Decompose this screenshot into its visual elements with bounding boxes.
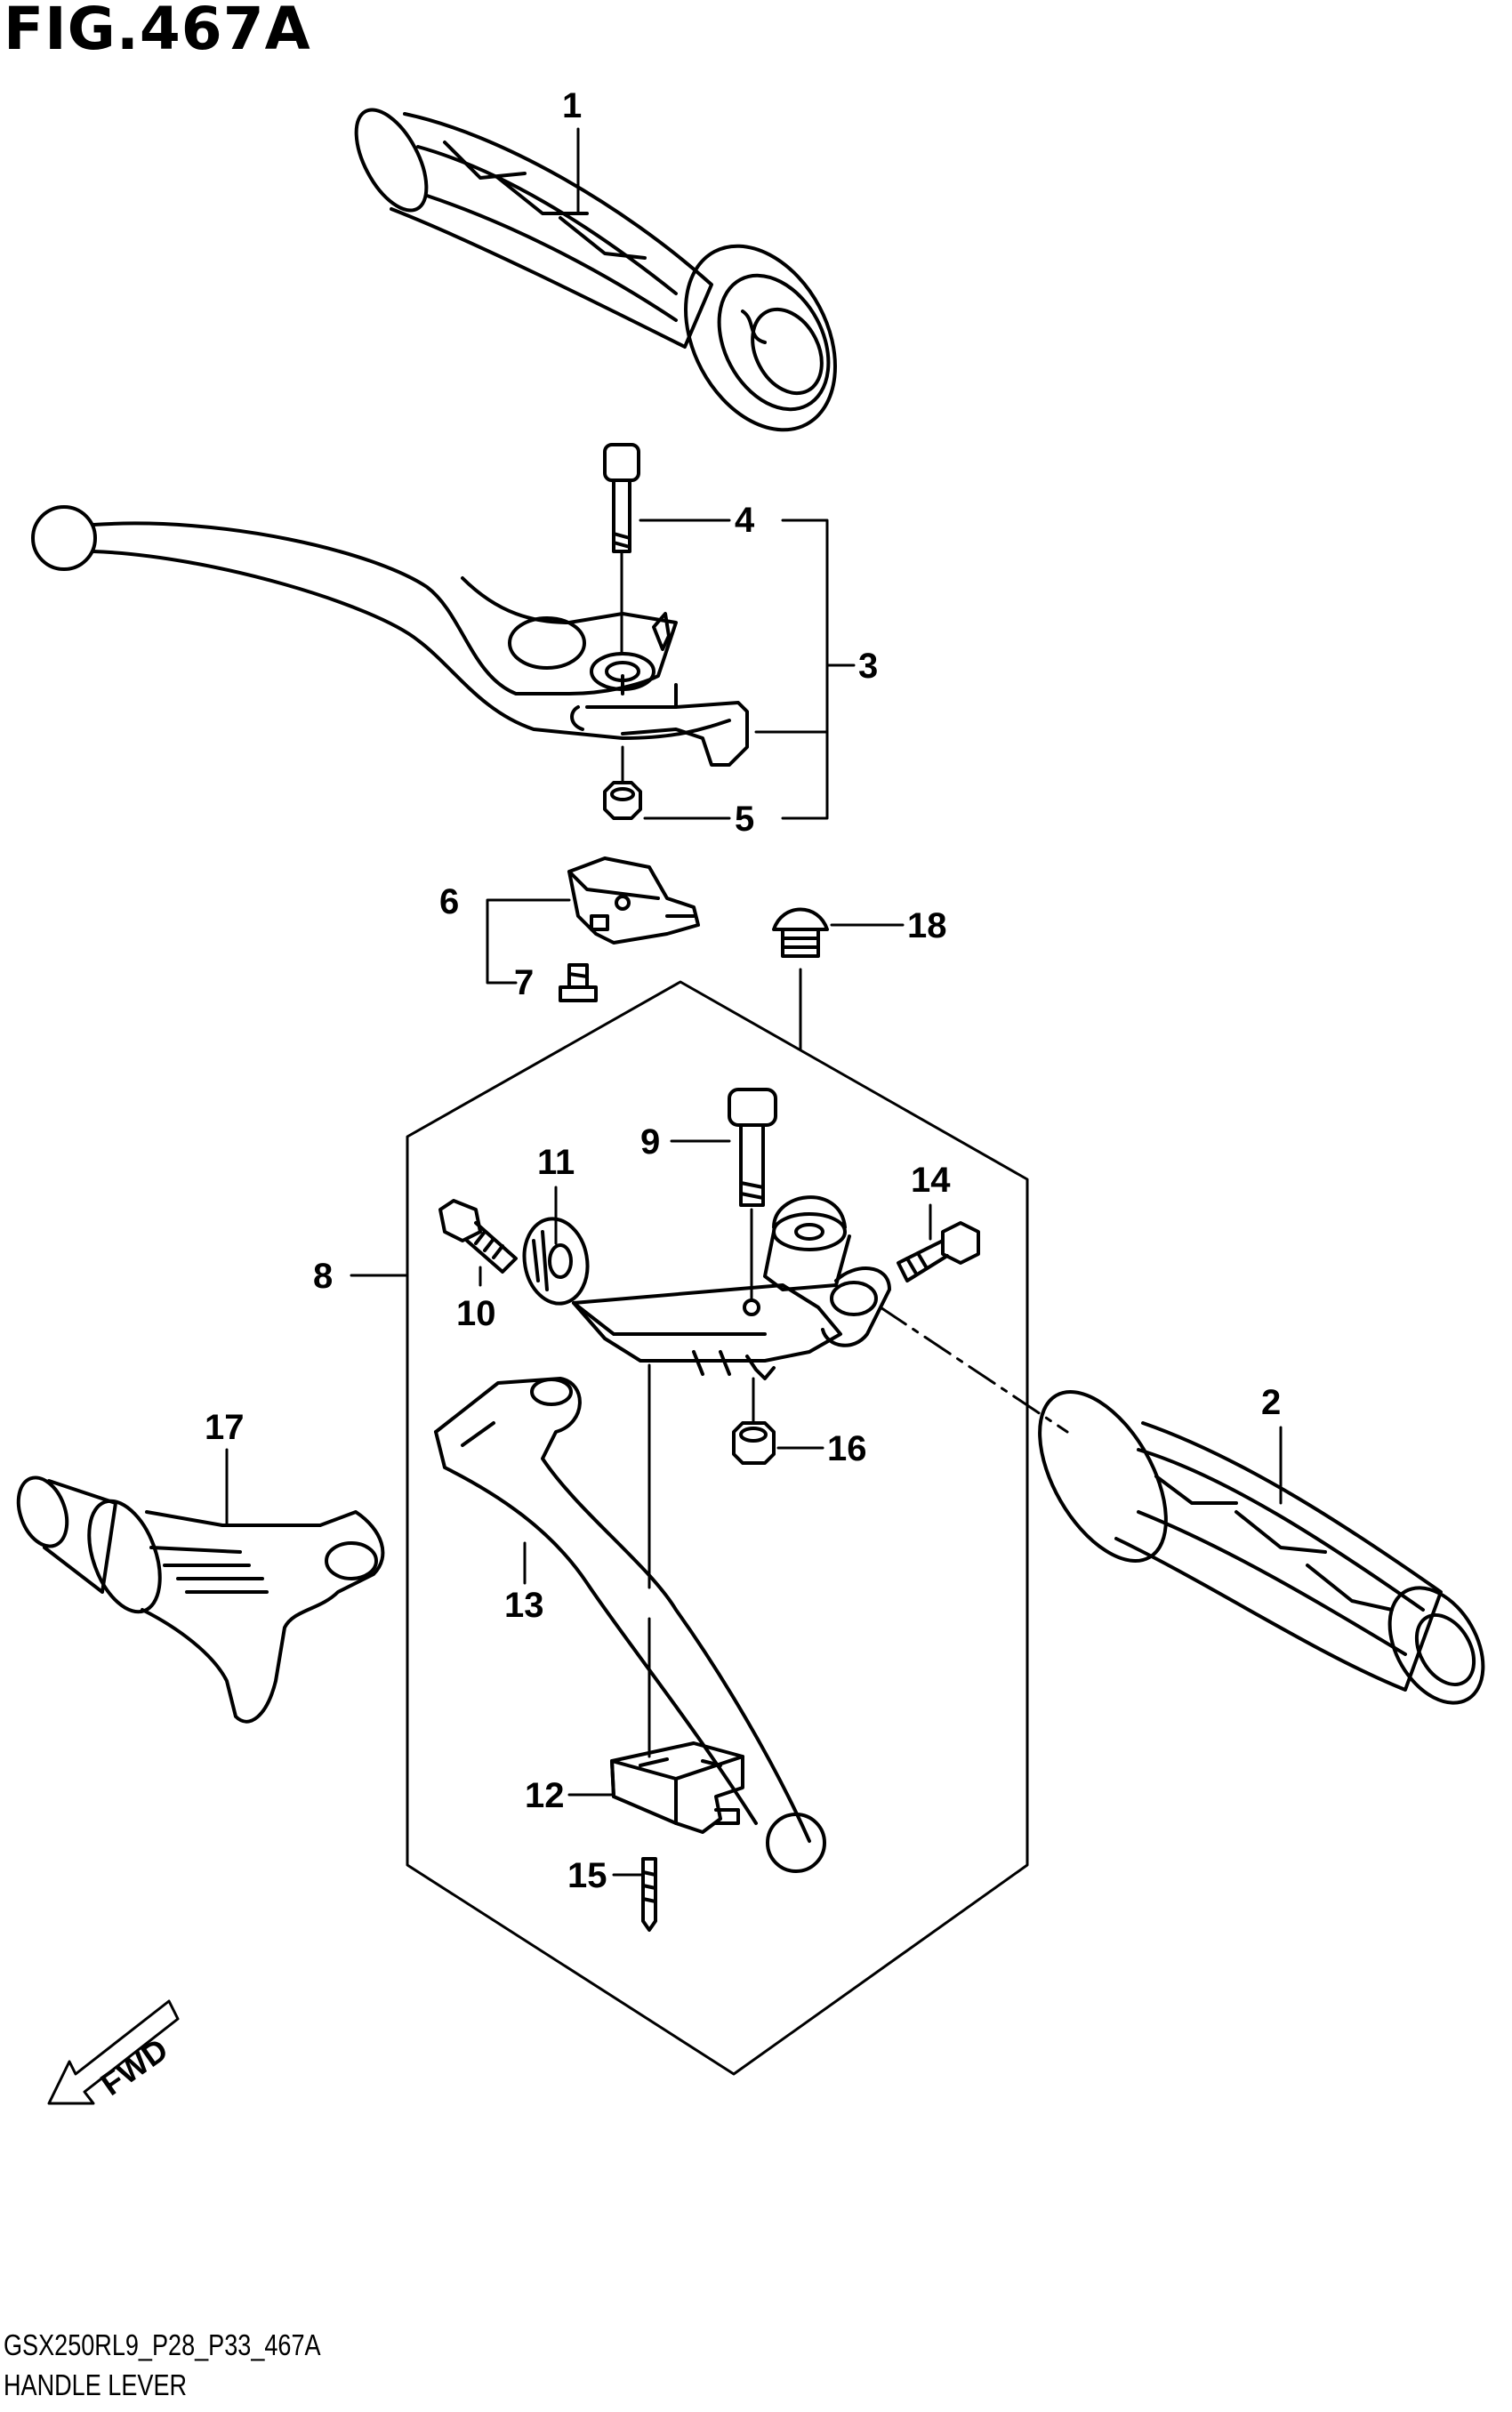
- lever-pivot-nut-drawing: [603, 745, 642, 820]
- callout-13: 13: [504, 1586, 544, 1625]
- figure-code: GSX250RL9_P28_P33_467A: [4, 2328, 321, 2361]
- callout-11: 11: [537, 1143, 575, 1182]
- brake-lever-drawing: [31, 505, 749, 767]
- callout-2: 2: [1261, 1383, 1281, 1422]
- callout-15: 15: [567, 1856, 607, 1895]
- callout-6: 6: [439, 882, 459, 921]
- rubber-plug-drawing: [772, 907, 829, 1051]
- callout-1: 1: [562, 86, 582, 125]
- fwd-arrow: [47, 1999, 180, 2105]
- callout-7: 7: [514, 963, 534, 1002]
- callout-12: 12: [525, 1776, 565, 1815]
- adjuster-drawing: [438, 1199, 590, 1306]
- callout-16: 16: [827, 1429, 867, 1468]
- brake-switch-drawing: [559, 856, 700, 1002]
- callout-10: 10: [456, 1294, 496, 1333]
- figure-name: HANDLE LEVER: [4, 2368, 188, 2401]
- pivot-nut-drawing: [732, 1377, 776, 1465]
- callout-18: 18: [907, 906, 947, 945]
- callout-4: 4: [735, 501, 755, 540]
- lever-cover-drawing: [16, 1475, 385, 1724]
- callout-5: 5: [735, 800, 754, 839]
- clutch-lever-drawing: [434, 1377, 826, 1873]
- clamp-bolt-drawing: [897, 1221, 980, 1282]
- callout-8: 8: [313, 1257, 333, 1296]
- lever-pivot-bolt-drawing: [603, 443, 640, 655]
- fwd-label: FWD: [94, 2030, 175, 2102]
- callout-3: 3: [858, 647, 878, 686]
- leader-lines: [225, 127, 1283, 1877]
- set-8-frame: [406, 980, 1029, 2076]
- callout-17: 17: [205, 1408, 245, 1447]
- grip-left-drawing: [354, 108, 837, 432]
- callout-9: 9: [640, 1122, 660, 1162]
- figure-title: FIG.467A: [4, 0, 311, 63]
- callout-14: 14: [911, 1161, 951, 1200]
- grip-right-drawing: [1038, 1390, 1485, 1705]
- clutch-switch-drawing: [610, 1363, 744, 1932]
- lever-holder-drawing: [572, 1195, 891, 1380]
- clutch-pivot-bolt-drawing: [728, 1088, 777, 1302]
- alignment-line: [879, 1306, 1069, 1434]
- callout-bracket-6-7: [486, 898, 571, 985]
